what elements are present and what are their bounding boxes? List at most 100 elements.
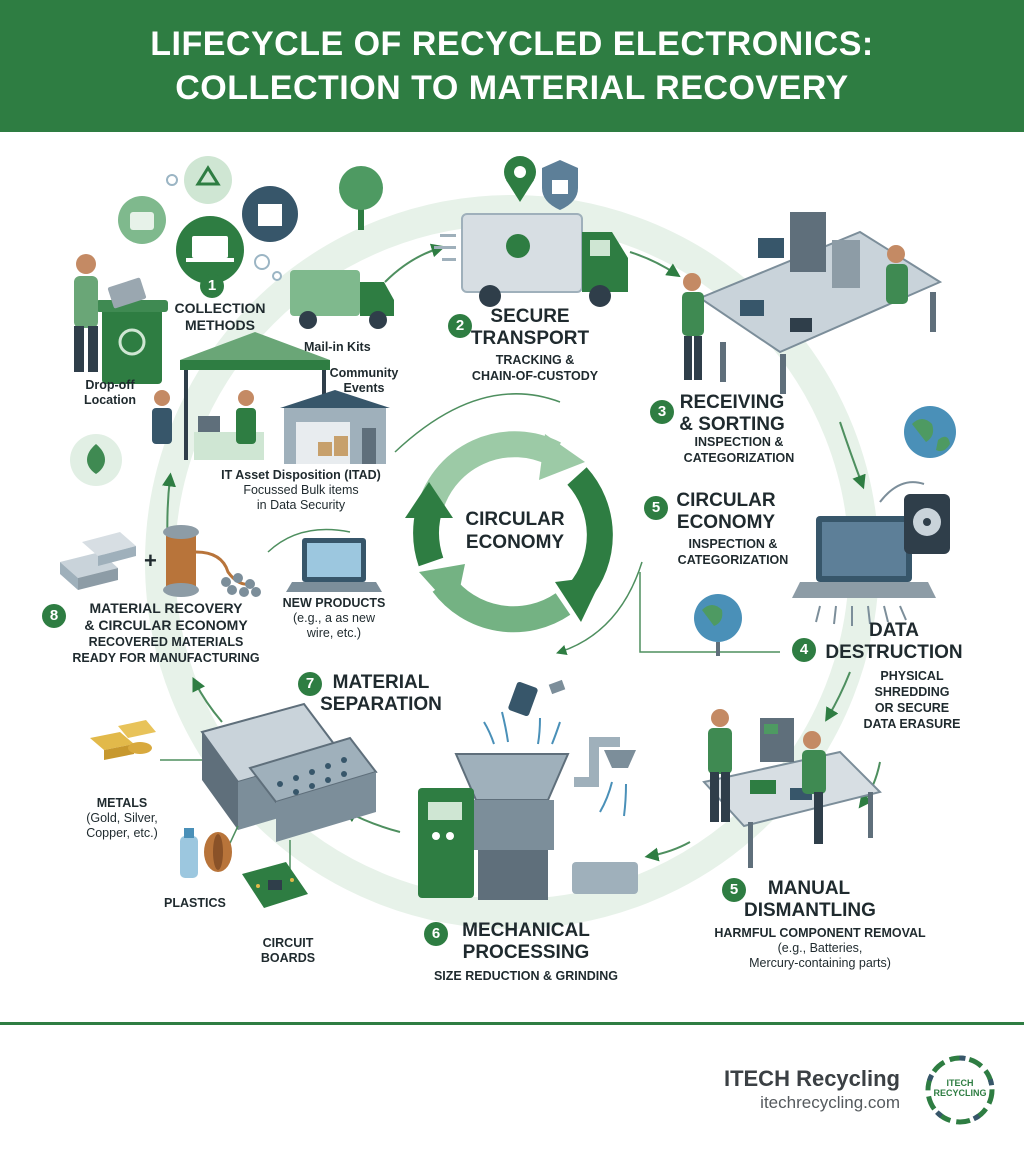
step-2-title-line-2: TRANSPORT [470, 328, 590, 349]
step-6-title-line-2: PROCESSING [462, 942, 590, 963]
dropoff-bin-illustration [74, 254, 168, 384]
flow-arrow-5-6 [644, 841, 691, 862]
silver-ingots-icon [60, 532, 136, 590]
sorting-conveyor-illustration [682, 212, 943, 394]
tree-icon-top [339, 166, 383, 230]
step-4-sub-line-2: SHREDDING [874, 685, 950, 699]
step-8-sub-line-2: READY FOR MANUFACTURING [72, 651, 260, 665]
mail-in-label: Mail-in Kits [304, 340, 371, 354]
brand-url: itechrecycling.com [760, 1093, 900, 1112]
metals-label-line-2: (Gold, Silver, [86, 811, 158, 825]
step-3-title-line-1: RECEIVING [679, 392, 785, 413]
step-3-title-line-2: & SORTING [679, 414, 785, 435]
plus-sign: + [144, 548, 157, 573]
header-banner: LIFECYCLE OF RECYCLED ELECTRONICS: COLLE… [0, 0, 1024, 132]
step-6-title: MECHANICAL PROCESSING [446, 920, 606, 964]
step-7-badge: 7 [298, 672, 322, 696]
flow-arrow-inner-2 [556, 561, 643, 655]
step-3-subtitle: INSPECTION & CATEGORIZATION [664, 434, 814, 466]
step-5-title: MANUAL DISMANTLING [744, 878, 876, 922]
step-5-badge: 5 [722, 878, 746, 902]
center-label-line-2: ECONOMY [465, 532, 565, 553]
step-2-title-line-1: SECURE [490, 306, 570, 327]
pin-icon [504, 156, 536, 202]
separator-bins-illustration [160, 702, 378, 870]
flow-arrow-1-2 [384, 243, 446, 283]
step-4-sub-line-3: OR SECURE [874, 701, 950, 715]
dropoff-label-line-2: Location [83, 393, 137, 407]
brand-name: ITECH Recycling [723, 1066, 900, 1091]
community-events-line-1: Community [329, 366, 399, 380]
circular-economy-title: CIRCULAR ECONOMY [666, 490, 786, 534]
circuit-boards-line-1: CIRCUIT [262, 936, 314, 950]
flow-arrow-4-5 [825, 671, 851, 722]
shield-lock-icon [542, 160, 578, 210]
step-2-badge: 2 [448, 314, 472, 338]
center-circular-economy-label: CIRCULAR ECONOMY [440, 508, 590, 554]
step-3-title: RECEIVING & SORTING [672, 392, 792, 436]
new-products-label: NEW PRODUCTS (e.g., a as new wire, etc.) [278, 596, 390, 641]
transport-truck-illustration [434, 213, 628, 307]
copper-spool-icon [163, 525, 261, 597]
tree-icon-left [70, 434, 122, 486]
flow-arrow-recovery [267, 528, 351, 553]
circular-economy-sub-line-2: CATEGORIZATION [677, 553, 789, 567]
step-8-title-line-2: & CIRCULAR ECONOMY [84, 617, 248, 633]
step-8-title: MATERIAL RECOVERY & CIRCULAR ECONOMY [64, 600, 268, 634]
step-4-sub-line-4: DATA ERASURE [863, 717, 961, 731]
step-4-sub-line-1: PHYSICAL [880, 669, 944, 683]
itad-warehouse-illustration [280, 390, 390, 464]
flow-arrow-itad [394, 393, 561, 453]
step-4-subtitle: PHYSICAL SHREDDING OR SECURE DATA ERASUR… [852, 668, 972, 732]
plastic-bottle-icon [180, 828, 232, 878]
step-8-subtitle: RECOVERED MATERIALS READY FOR MANUFACTUR… [56, 634, 276, 666]
gold-bars-icon [90, 720, 156, 760]
step-5-title-line-1: MANUAL [767, 878, 851, 899]
circuit-boards-line-2: BOARDS [260, 951, 316, 965]
flow-arrow-7-8 [192, 676, 223, 723]
step-4-title: DATA DESTRUCTION [814, 620, 974, 664]
plastics-label: PLASTICS [164, 896, 226, 910]
brand-logo-text: ITECH RECYCLING [922, 1078, 998, 1098]
step-7-title-line-1: MATERIAL [332, 672, 430, 693]
step-6-badge: 6 [424, 922, 448, 946]
step-5-sub-line-1: HARMFUL COMPONENT REMOVAL [714, 926, 926, 940]
step-3-sub-line-2: CATEGORIZATION [683, 451, 795, 465]
step-2-title: SECURE TRANSPORT [470, 306, 590, 350]
itad-label-line-3: in Data Security [256, 498, 346, 512]
step-5-subtitle: HARMFUL COMPONENT REMOVAL (e.g., Batteri… [690, 926, 950, 971]
step-3-badge: 3 [650, 400, 674, 424]
step-2-sub-line-1: TRACKING & [495, 353, 575, 367]
circuit-boards-label: CIRCUIT BOARDS [246, 936, 330, 966]
step-2-subtitle: TRACKING & CHAIN-OF-CUSTODY [450, 352, 620, 384]
logo-text-line-2: RECYCLING [933, 1088, 987, 1098]
page-title-line-1: LIFECYCLE OF RECYCLED ELECTRONICS: [150, 25, 874, 63]
community-events-line-2: Events [343, 381, 385, 395]
step-7-title: MATERIAL SEPARATION [306, 672, 456, 716]
circular-economy-title-line-2: ECONOMY [676, 512, 776, 533]
step-4-badge: 4 [792, 638, 816, 662]
globe-icon-right [904, 406, 956, 458]
flow-arrow-inner [639, 572, 780, 653]
step-2-sub-line-2: CHAIN-OF-CUSTODY [471, 369, 599, 383]
step-5-sub-line-3: Mercury-containing parts) [749, 956, 891, 970]
new-products-line-1: NEW PRODUCTS [282, 596, 386, 610]
itad-label-line-2: Focussed Bulk items [243, 483, 359, 497]
circular-economy-sub-line-1: INSPECTION & [688, 537, 778, 551]
step-4-title-line-1: DATA [869, 620, 919, 641]
dropoff-label-line-1: Drop-off [85, 378, 135, 392]
footer-divider [0, 1022, 1024, 1025]
page-title-line-2: COLLECTION TO MATERIAL RECOVERY [175, 69, 849, 107]
step-5-title-line-2: DISMANTLING [744, 900, 876, 921]
shredder-illustration [418, 679, 638, 900]
collection-icons [118, 156, 298, 284]
flow-arrow-2-3 [629, 251, 681, 278]
metals-label-line-3: Copper, etc.) [86, 826, 158, 840]
footer-brand: ITECH Recycling itechrecycling.com [724, 1066, 900, 1114]
globe-icon-mid [694, 594, 742, 656]
new-laptop-icon [286, 538, 382, 592]
center-label-line-1: CIRCULAR [465, 509, 565, 530]
step-8-sub-line-1: RECOVERED MATERIALS [88, 635, 244, 649]
new-products-line-3: wire, etc.) [306, 626, 362, 640]
new-products-line-2: (e.g., a as new [293, 611, 375, 625]
